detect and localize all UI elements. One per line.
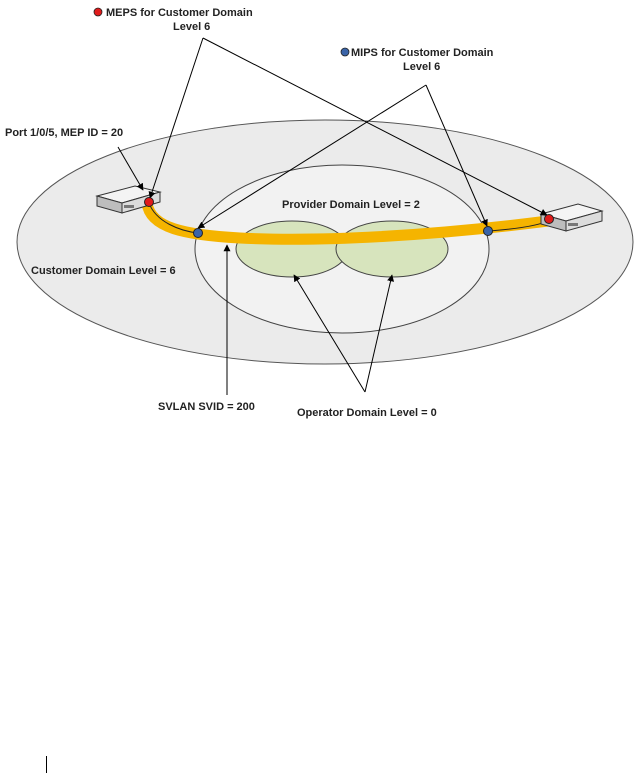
meps-callout-line-right [202, 37, 548, 216]
customer-domain-label: Customer Domain Level = 6 [31, 265, 176, 277]
operator-domain-ellipse-left [235, 220, 349, 278]
mips-label-line2: Level 6 [403, 61, 440, 73]
provider-domain-label: Provider Domain Level = 2 [282, 199, 420, 211]
svlan-path [141, 197, 554, 245]
mips-legend-icon [340, 47, 350, 57]
meps-legend-icon [93, 7, 103, 17]
mip-right-icon [483, 226, 493, 236]
svlan-label: SVLAN SVID = 200 [158, 401, 255, 413]
operator-callout-line-right [364, 274, 394, 393]
mips-callout-line-left [197, 84, 427, 229]
mips-callout-line-right [425, 84, 488, 227]
mep-right-icon [544, 214, 554, 224]
meps-label-line2: Level 6 [173, 21, 210, 33]
meps-callout-line-left [148, 37, 204, 199]
operator-domain-label: Operator Domain Level = 0 [297, 407, 437, 419]
port-callout-line [117, 146, 144, 191]
page-margin-mark [46, 756, 47, 773]
operator-callout-line-left [293, 274, 366, 393]
port-label: Port 1/0/5, MEP ID = 20 [5, 127, 123, 139]
mip-left-icon [193, 228, 203, 238]
network-switch-icon [539, 203, 604, 232]
mips-label-line1: MIPS for Customer Domain [351, 47, 494, 59]
meps-label-line1: MEPS for Customer Domain [106, 7, 253, 19]
mep-left-icon [144, 197, 154, 207]
